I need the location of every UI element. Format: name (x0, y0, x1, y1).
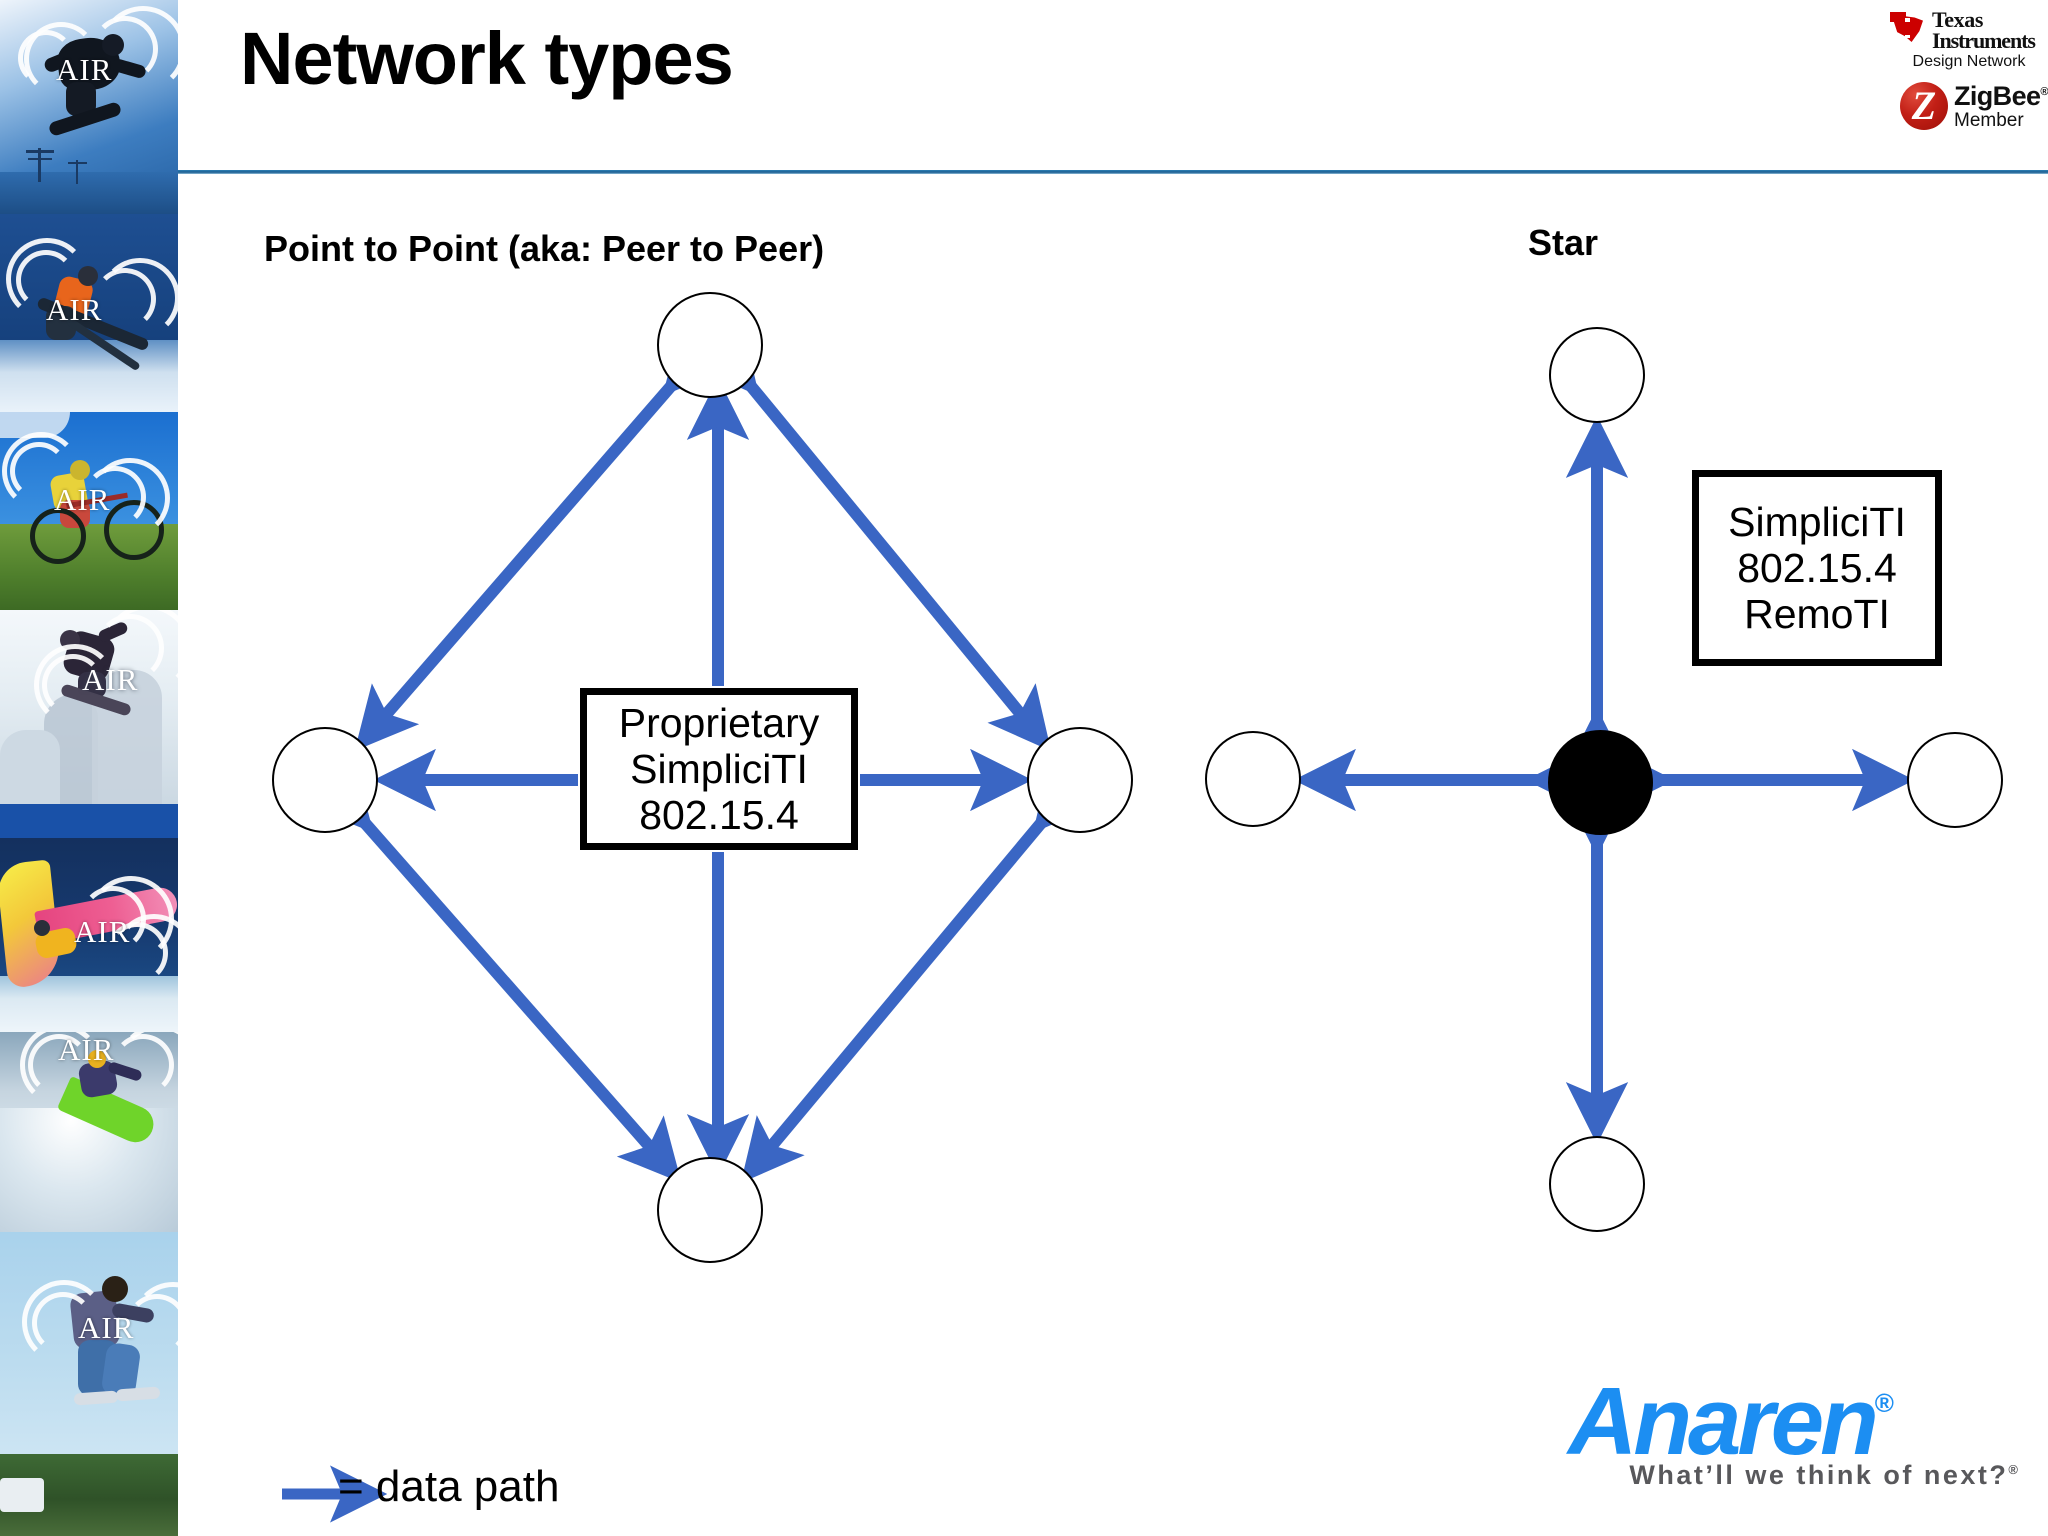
legend: = data path (280, 1462, 559, 1512)
sidebar-photo-inline-skater: AIR (0, 1232, 178, 1536)
anaren-tagline-registered-mark: ® (2008, 1462, 2018, 1478)
air-sports-photo-strip: AIR AIR (0, 0, 178, 1536)
sidebar-photo-snowboarder: AIR (0, 610, 178, 804)
label-box-p2p-line-1: Proprietary (618, 699, 820, 746)
label-box-p2p-line-3: 802.15.4 (639, 792, 799, 839)
anaren-logo: Anaren® What’ll we think of next?® (1568, 1368, 2018, 1491)
zigbee-registered-mark: ® (2040, 85, 2048, 98)
arrow-p2p-right-bottom (740, 765, 1097, 1184)
star-node-right[interactable] (1907, 732, 2003, 828)
anaren-registered-mark: ® (1874, 1388, 1894, 1418)
ti-logo-subtitle: Design Network (1912, 53, 2026, 70)
ti-texas-state-icon (1890, 10, 1928, 52)
arrow-p2p-left-bottom (308, 765, 682, 1183)
arrow-p2p-top-right (695, 328, 1052, 752)
texas-instruments-logo: Texas Instruments Design Network (1890, 7, 2048, 71)
sidebar-photo-mountain-biker: AIR (0, 412, 178, 610)
legend-label: = data path (338, 1462, 560, 1511)
p2p-node-right[interactable] (1027, 727, 1133, 833)
sidebar-photo-water-skier: AIR (0, 214, 178, 412)
ti-logo-line1: Texas (1932, 7, 1983, 32)
arrow-p2p-top-left (354, 328, 728, 751)
label-box-star-line-2: 802.15.4 (1737, 544, 1897, 591)
zigbee-member-label: Member (1954, 109, 2024, 131)
star-node-left[interactable] (1205, 731, 1301, 827)
zigbee-wordmark: ZigBee® (1954, 80, 2048, 111)
sidebar-photo-skateboarder: AIR (0, 0, 178, 214)
zigbee-badge-letter: Z (1911, 83, 1937, 128)
anaren-tagline: What’ll we think of next?® (1629, 1460, 2018, 1491)
zigbee-z-badge-icon: Z (1900, 82, 1948, 130)
label-box-star-line-1: SimpliciTI (1728, 498, 1906, 545)
label-box-star-line-3: RemoTI (1744, 591, 1890, 638)
heading-point-to-point: Point to Point (aka: Peer to Peer) (264, 228, 825, 269)
star-node-top[interactable] (1549, 327, 1645, 423)
anaren-wordmark: Anaren® (1568, 1368, 1894, 1475)
p2p-node-left[interactable] (272, 727, 378, 833)
label-box-point-to-point: Proprietary SimpliciTI 802.15.4 (580, 688, 858, 850)
ti-logo-line2: Instruments (1932, 27, 2036, 53)
zigbee-member-logo: Z ZigBee® Member (1900, 82, 2048, 130)
star-node-bottom[interactable] (1549, 1136, 1645, 1232)
sidebar-photo-kayaker: AIR (0, 1032, 178, 1232)
sidebar-photo-windsurfer: AIR (0, 804, 178, 1032)
p2p-node-top[interactable] (657, 292, 763, 398)
label-box-star: SimpliciTI 802.15.4 RemoTI (1692, 470, 1942, 666)
header-divider-rule (178, 170, 2048, 174)
heading-star: Star (1528, 222, 1599, 263)
p2p-node-bottom[interactable] (657, 1157, 763, 1263)
star-hub-node[interactable] (1548, 730, 1653, 835)
page-title: Network types (240, 17, 734, 100)
label-box-p2p-line-2: SimpliciTI (630, 745, 808, 792)
